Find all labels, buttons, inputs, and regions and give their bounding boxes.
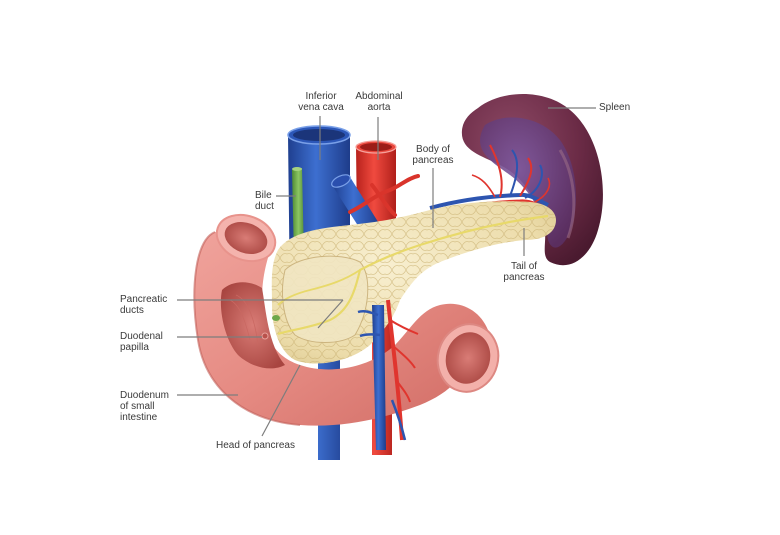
pancreas [271, 201, 556, 364]
label-bile-duct: Bile duct [255, 190, 274, 212]
label-spleen: Spleen [599, 102, 631, 113]
label-head-of-pancreas: Head of pancreas [216, 440, 295, 451]
label-duodenum: Duodenum of small intestine [120, 390, 169, 423]
label-body-of-pancreas: Body of pancreas [412, 144, 454, 166]
celiac-arteries [348, 174, 420, 217]
superior-mesenteric-vessels [357, 299, 419, 450]
duodenal-papilla [261, 332, 269, 340]
label-abdominal-aorta: Abdominal aorta [355, 91, 403, 113]
portal-vein [331, 174, 380, 232]
main-pancreatic-duct [277, 214, 549, 336]
label-inferior-vena-cava: Inferior vena cava [298, 91, 344, 113]
duodenum [193, 213, 500, 426]
label-pancreatic-ducts: Pancreatic ducts [120, 294, 168, 316]
leader-lines [177, 107, 596, 437]
label-duodenal-papilla: Duodenal papilla [120, 331, 163, 353]
label-tail-of-pancreas: Tail of pancreas [503, 261, 545, 283]
